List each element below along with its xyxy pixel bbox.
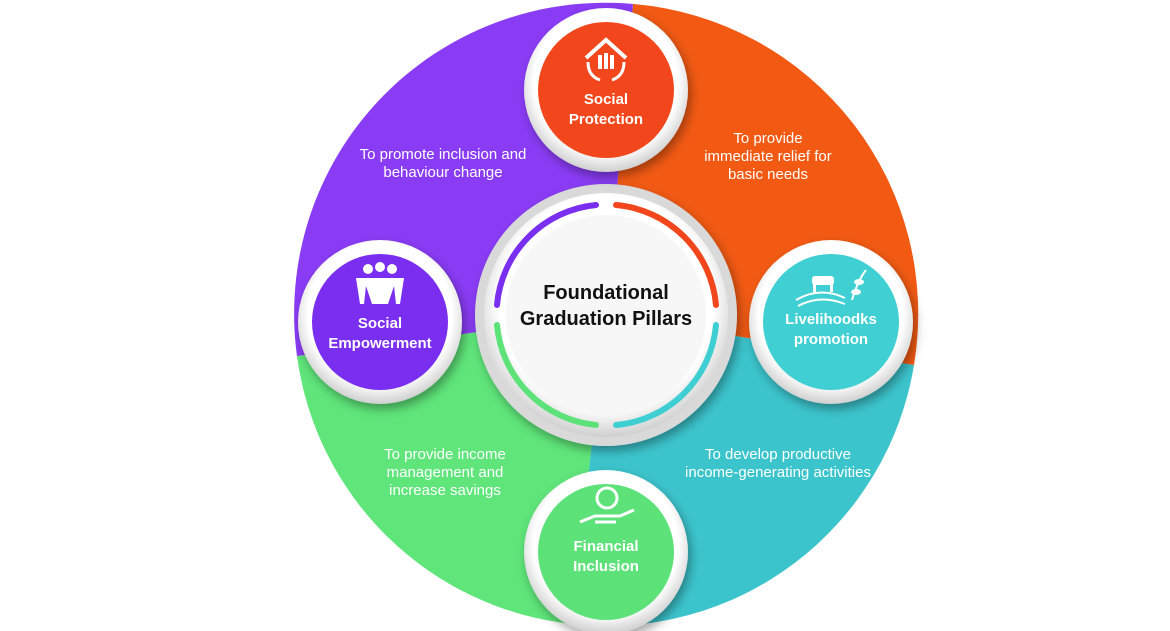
pillar-livelihoods[interactable] [763, 254, 899, 390]
arc-teal [613, 322, 719, 428]
people-group-icon [356, 262, 404, 304]
pillar-social-empowerment[interactable] [312, 254, 448, 390]
description-livelihoods: To develop productive income-generating … [685, 446, 871, 481]
arc-purple [494, 202, 599, 308]
pillar-financial-inclusion[interactable] [538, 484, 674, 620]
center-title: Foundational Graduation Pillars [519, 282, 693, 330]
pillar-social-protection[interactable] [538, 22, 674, 158]
center-circle [475, 184, 737, 446]
description-social-protection: To provide immediate relief for basic ne… [704, 130, 832, 183]
arc-orange [613, 202, 719, 308]
hand-coin-icon [579, 486, 635, 524]
arc-green [494, 322, 599, 428]
house-family-hands-icon [584, 37, 628, 82]
description-social-empowerment: To promote inclusion and behaviour chang… [359, 146, 527, 181]
farm-livestock-icon [795, 269, 867, 307]
description-financial-inclusion: To provide income management and increas… [384, 446, 506, 499]
